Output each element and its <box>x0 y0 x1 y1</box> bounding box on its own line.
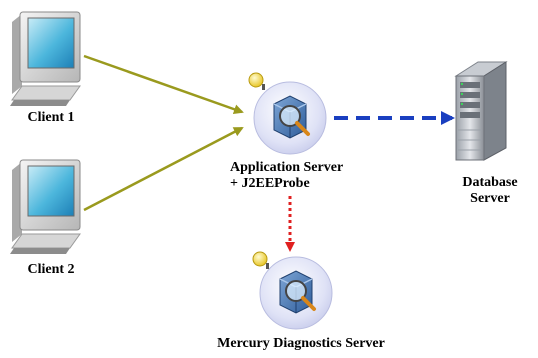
database-server-icon <box>454 61 508 161</box>
diagnostics-server-label: Mercury Diagnostics Server <box>217 336 385 351</box>
client1-to-app-arrow <box>83 54 244 115</box>
client2-label: Client 2 <box>27 262 75 277</box>
app-server-label-line2: + J2EEProbe <box>230 176 310 191</box>
app-server-label-line1: Application Server <box>230 160 344 175</box>
app-server-label: Application Server + J2EEProbe <box>230 160 370 192</box>
client2-computer-icon <box>10 159 81 254</box>
db-server-label-line1: Database <box>462 175 518 190</box>
app-server-icon <box>253 81 327 155</box>
client2-to-app-arrow <box>83 126 244 212</box>
db-server-label: Database Server <box>450 175 530 207</box>
db-server-label-line2: Server <box>470 191 510 206</box>
client1-label: Client 1 <box>27 110 75 125</box>
app-probe-bulb-icon <box>248 72 265 90</box>
diagnostics-server-icon <box>259 256 333 330</box>
client1-computer-icon <box>10 11 81 106</box>
diagnostics-probe-bulb-icon <box>252 251 269 269</box>
